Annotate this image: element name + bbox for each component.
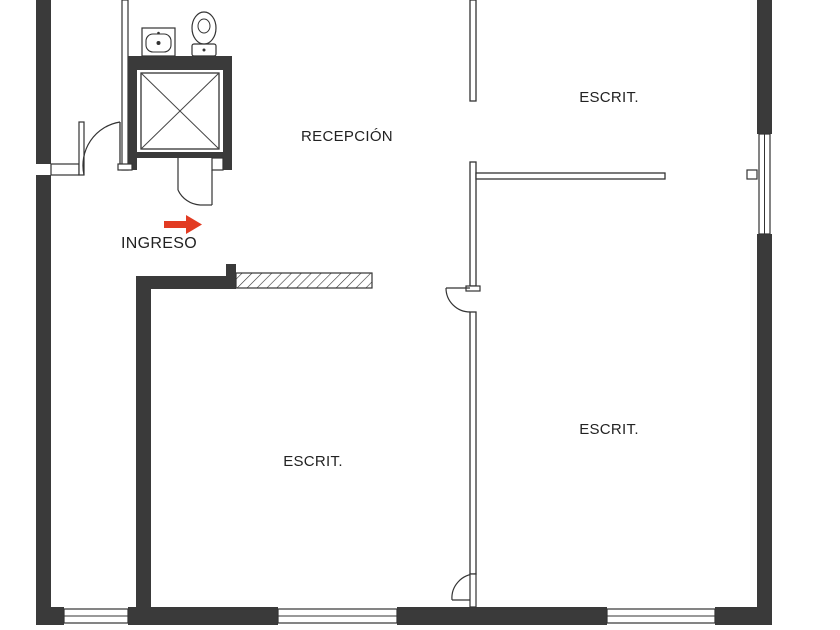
label-entrance: INGRESO: [121, 235, 197, 252]
label-office-bottom-left: ESCRIT.: [283, 453, 343, 470]
office-door-right: [445, 285, 481, 313]
bottom-wall-right: [715, 607, 772, 625]
entrance-arrow-icon: [164, 215, 202, 234]
right-jamb: [746, 169, 758, 180]
bathroom-wall: [128, 56, 232, 64]
partitions: [469, 0, 666, 575]
elevator-door: [177, 158, 213, 206]
bathroom: [121, 0, 232, 171]
partition-lower-vertical: [469, 311, 477, 575]
bottom-wall-mid-left: [128, 607, 278, 625]
elevator-shaft-icon: [128, 64, 232, 171]
bottom-wall-left: [36, 607, 64, 625]
label-reception: RECEPCIÓN: [301, 128, 393, 145]
label-office-top-right: ESCRIT.: [579, 89, 639, 106]
inner-wall-stub: [226, 264, 236, 289]
doors: [50, 121, 481, 608]
right-wall-upper: [757, 0, 772, 134]
right-wall-lower: [757, 234, 772, 625]
office-door-bottom: [451, 573, 477, 608]
partition-mid-vertical: [469, 161, 477, 287]
label-office-bottom-right: ESCRIT.: [579, 421, 639, 438]
left-wall-upper: [36, 0, 51, 164]
sink-icon: [141, 27, 176, 57]
bottom-wall-mid: [397, 607, 607, 625]
left-wall-lower: [36, 175, 51, 625]
entrance-door: [50, 121, 133, 176]
bathroom-left-wall: [121, 0, 129, 171]
toilet-icon: [191, 11, 217, 57]
inner-wall-vertical: [136, 276, 151, 610]
exterior-walls: [36, 0, 772, 625]
partition-top-vertical: [469, 0, 477, 102]
partition-horizontal: [475, 172, 666, 180]
windows: [63, 133, 771, 624]
hatched-partial-wall: [235, 272, 373, 289]
inner-wall-horizontal: [136, 276, 236, 289]
